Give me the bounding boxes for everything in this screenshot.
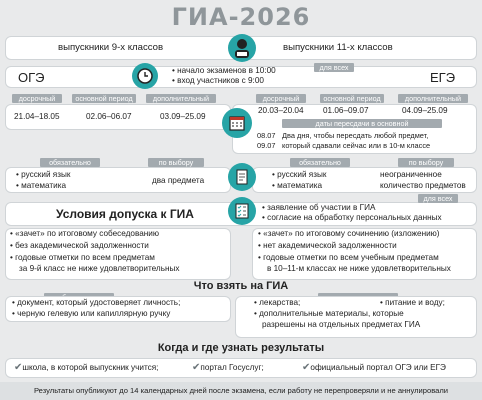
ege-period-tag-1: досрочный [256, 94, 306, 103]
results-item-3: ✔официальный портал ОГЭ или ЕГЭ [302, 362, 446, 373]
take-extra-3: дополнительные материалы, которые [254, 309, 404, 320]
exam-panel [5, 66, 477, 88]
header-left: выпускники 9-х классов [58, 42, 164, 53]
oge-date-3: 03.09–25.09 [160, 112, 206, 121]
take-extra-2: питание и воду; [380, 298, 445, 309]
page-title: ГИА-2026 [171, 3, 311, 31]
admission-title: Условия допуска к ГИА [56, 207, 194, 221]
ege-date-3: 04.09–25.09 [402, 106, 448, 115]
adm-ege-3: годовые отметки по всем учебным предмета… [258, 253, 439, 264]
oge-label: ОГЭ [18, 70, 45, 85]
ege-date-1: 20.03–20.04 [258, 106, 304, 115]
oge-subj-choice: два предмета [152, 176, 205, 185]
retake-text-1: Два дня, чтобы пересдать любой предмет, [282, 131, 429, 140]
ege-period-tag-3: дополнительный [398, 94, 468, 103]
results-item-2: ✔портал Госуслуг; [192, 362, 264, 373]
results-item-1: ✔школа, в которой выпускник учится; [14, 362, 159, 373]
header-right: выпускники 11-х классов [283, 42, 393, 53]
student-icon [228, 34, 256, 62]
document-icon [228, 163, 256, 191]
check-icon: ✔ [302, 362, 311, 373]
checklist-icon [228, 197, 256, 225]
take-mand-1: документ, который удостоверяет личность; [12, 298, 180, 309]
subj-oge-tag-2: по выбору [148, 158, 204, 167]
ege-date-2: 01.06–09.07 [323, 106, 369, 115]
clock-icon [132, 63, 158, 89]
take-mand-2: черную гелевую или капиллярную ручку [12, 309, 170, 320]
admission-tag: для всех [418, 194, 458, 203]
subj-ege-tag-1: обязательно [290, 158, 350, 167]
admission-all-2: согласие на обработку персональных данны… [262, 213, 441, 224]
exam-line-2: • вход участников с 9:00 [172, 76, 264, 85]
ege-subj-2: математика [272, 181, 322, 192]
ege-subj-choice-1: неограниченное [380, 170, 442, 179]
results-title: Когда и где узнать результаты [157, 342, 325, 354]
results-note-bar [0, 382, 482, 400]
results-panel [5, 358, 477, 378]
results-note: Результаты опубликуют до 14 календарных … [33, 386, 449, 395]
adm-ege-1: «зачет» по итоговому сочинению (изложени… [258, 229, 439, 240]
subj-oge-tag-1: обязательно [40, 158, 100, 167]
adm-ege-4: в 10–11-м классах не ниже удовлетворител… [267, 264, 451, 273]
exam-line-1: • начало экзаменов в 10:00 [172, 66, 276, 75]
ege-periods-panel [232, 104, 477, 154]
retake-date-1: 08.07 [257, 131, 276, 140]
oge-subj-2: математика [16, 181, 66, 192]
adm-oge-3: годовые отметки по всем предметам [10, 253, 155, 264]
take-title: Что взять на ГИА [193, 280, 289, 292]
exam-tag: для всех [314, 63, 354, 72]
admission-all-1: заявление об участии в ГИА [262, 203, 375, 214]
adm-oge-1: «зачет» по итоговому собеседованию [10, 229, 159, 240]
retake-date-2: 09.07 [257, 141, 276, 150]
retake-tag: даты пересдачи в основной [282, 119, 442, 128]
oge-date-2: 02.06–06.07 [86, 112, 132, 121]
ege-subj-choice-2: количество предметов [380, 181, 466, 190]
check-icon: ✔ [192, 362, 201, 373]
oge-subj-1: русский язык [16, 170, 70, 181]
oge-periods-panel [5, 104, 231, 130]
ege-label: ЕГЭ [430, 70, 456, 85]
take-extra-4: разрешены на отдельных предметах ГИА [262, 320, 421, 329]
subj-ege-tag-2: по выбору [398, 158, 454, 167]
adm-oge-2: без академической задолженности [10, 241, 149, 252]
take-extra-1: лекарства; [254, 298, 300, 309]
oge-period-tag-1: досрочный [12, 94, 62, 103]
oge-period-tag-2: основной период [72, 94, 136, 103]
retake-text-2: который сдавали сейчас или в 10-м классе [282, 141, 431, 150]
ege-period-tag-2: основной период [320, 94, 384, 103]
calendar-icon [222, 108, 252, 138]
adm-ege-2: нет академической задолженности [258, 241, 397, 252]
oge-period-tag-3: дополнительный [146, 94, 216, 103]
adm-oge-4: за 9-й класс не ниже удовлетворительных [19, 264, 180, 273]
ege-subj-1: русский язык [272, 170, 326, 181]
check-icon: ✔ [14, 362, 23, 373]
oge-date-1: 21.04–18.05 [14, 112, 60, 121]
